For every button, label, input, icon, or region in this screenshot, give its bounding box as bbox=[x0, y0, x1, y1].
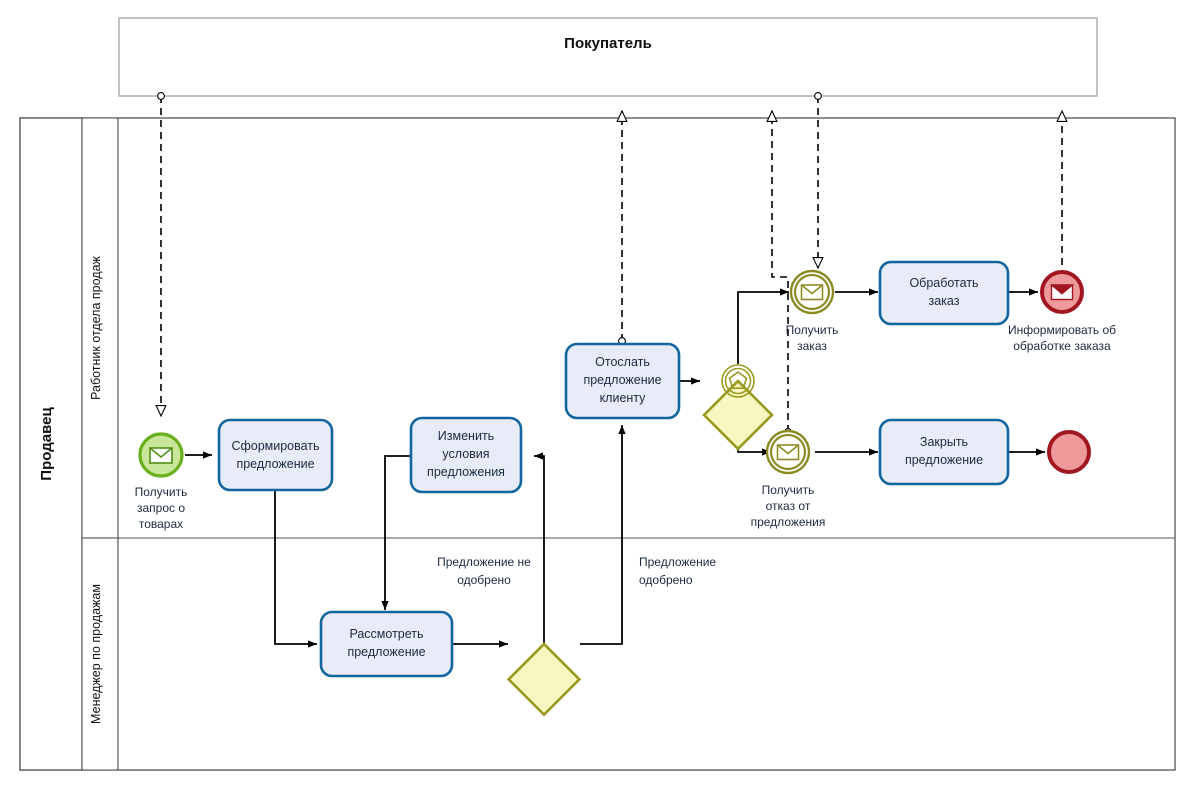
pool-buyer-body[interactable] bbox=[118, 17, 1098, 97]
get-reject-label-line2: отказ от bbox=[766, 499, 811, 513]
sequence-flows bbox=[185, 288, 1045, 648]
get-order-label-line2: заказ bbox=[797, 339, 827, 353]
event-end-plain[interactable] bbox=[1047, 430, 1091, 474]
lane-manager-title: Менеджер по продажам bbox=[89, 584, 103, 724]
end-plain-circle[interactable] bbox=[1047, 430, 1091, 474]
envelope-icon bbox=[1049, 284, 1075, 301]
task-review-offer-line2: предложение bbox=[347, 645, 425, 659]
seq-xor-not-approved-to-change[interactable] bbox=[534, 452, 545, 644]
task-send-offer-line1: Отослать bbox=[595, 355, 650, 369]
get-reject-inner-circle bbox=[769, 433, 807, 471]
event-get-order[interactable]: Получить заказ bbox=[786, 269, 839, 353]
pentagon-icon bbox=[728, 371, 748, 390]
seq-xor-approved-to-send[interactable] bbox=[580, 425, 626, 645]
event-end-inform-message[interactable]: Информировать об обработке заказа bbox=[1008, 270, 1116, 353]
task-close-offer[interactable]: Закрыть предложение bbox=[878, 418, 1010, 486]
task-process-order-line2: заказ bbox=[929, 294, 960, 308]
flow-label-not-approved-line2: одобрено bbox=[457, 573, 511, 587]
get-order-inner-circle bbox=[793, 273, 831, 311]
task-send-offer-line2: предложение bbox=[583, 373, 661, 387]
task-create-offer-box[interactable] bbox=[217, 418, 334, 492]
task-send-offer-box[interactable] bbox=[564, 342, 681, 420]
task-close-offer-line1: Закрыть bbox=[920, 435, 968, 449]
gateway-exclusive[interactable] bbox=[506, 642, 582, 717]
event-gateway-inner-ring bbox=[724, 367, 752, 395]
task-create-offer-line1: Сформировать bbox=[231, 439, 319, 453]
envelope-icon bbox=[800, 284, 824, 301]
envelope-icon bbox=[149, 447, 173, 464]
task-review-offer-line1: Рассмотреть bbox=[349, 627, 423, 641]
task-send-offer[interactable]: Отослать предложение клиенту bbox=[564, 342, 681, 420]
flow-label-approved-line1: Предложение bbox=[639, 555, 716, 569]
task-change-terms-line1: Изменить bbox=[438, 429, 494, 443]
task-review-offer[interactable]: Рассмотреть предложение bbox=[319, 610, 454, 678]
flow-label-approved: Предложение одобрено bbox=[639, 555, 716, 587]
task-create-offer-line2: предложение bbox=[236, 457, 314, 471]
task-close-offer-box[interactable] bbox=[878, 418, 1010, 486]
task-change-terms-line3: предложения bbox=[427, 465, 505, 479]
task-process-order-box[interactable] bbox=[878, 260, 1010, 326]
seq-eventgw-to-get-order[interactable] bbox=[737, 288, 789, 364]
task-send-offer-line3: клиенту bbox=[600, 391, 647, 405]
end-inform-label-line1: Информировать об bbox=[1008, 323, 1116, 337]
task-process-order-line1: Обработать bbox=[909, 276, 978, 290]
event-get-reject[interactable]: Получить отказ от предложения bbox=[751, 429, 826, 529]
flow-label-not-approved-line1: Предложение не bbox=[437, 555, 531, 569]
lane-manager-header bbox=[81, 537, 119, 771]
gateway-event-based[interactable] bbox=[702, 364, 774, 451]
flow-label-approved-line2: одобрено bbox=[639, 573, 693, 587]
get-reject-label-line3: предложения bbox=[751, 515, 826, 529]
envelope-icon bbox=[776, 444, 800, 461]
task-create-offer[interactable]: Сформировать предложение bbox=[217, 418, 334, 492]
pool-seller-header bbox=[19, 117, 83, 771]
task-review-offer-box[interactable] bbox=[319, 610, 454, 678]
event-gateway-diamond[interactable] bbox=[702, 379, 774, 451]
pool-seller-title: Продавец bbox=[38, 407, 55, 481]
pool-buyer-title: Покупатель bbox=[564, 35, 652, 52]
start-event-label-line2: запрос о bbox=[137, 501, 185, 515]
start-event-label-line1: Получить bbox=[135, 485, 188, 499]
task-change-terms[interactable]: Изменить условия предложения bbox=[409, 416, 523, 494]
seq-change-to-review[interactable] bbox=[381, 455, 411, 610]
lane-clerk-title: Работник отдела продаж bbox=[89, 255, 103, 399]
message-flows bbox=[161, 96, 1062, 432]
flow-label-not-approved: Предложение не одобрено bbox=[437, 555, 531, 587]
task-change-terms-box[interactable] bbox=[409, 416, 523, 494]
get-reject-label-line1: Получить bbox=[762, 483, 815, 497]
start-event-label-line3: товарах bbox=[139, 517, 183, 531]
message-flow-reject-offer[interactable] bbox=[772, 111, 788, 432]
exclusive-gateway-diamond[interactable] bbox=[506, 642, 582, 717]
seq-create-to-review[interactable] bbox=[274, 489, 317, 648]
pool-buyer[interactable]: Покупатель bbox=[118, 17, 1098, 97]
task-close-offer-line2: предложение bbox=[905, 453, 983, 467]
get-order-label-line1: Получить bbox=[786, 323, 839, 337]
event-start-message[interactable]: Получить запрос о товарах bbox=[135, 432, 188, 531]
event-gateway-outer-ring bbox=[721, 364, 755, 398]
task-process-order[interactable]: Обработать заказ bbox=[878, 260, 1010, 326]
task-change-terms-line2: условия bbox=[442, 447, 489, 461]
end-inform-label-line2: обработке заказа bbox=[1013, 339, 1111, 353]
